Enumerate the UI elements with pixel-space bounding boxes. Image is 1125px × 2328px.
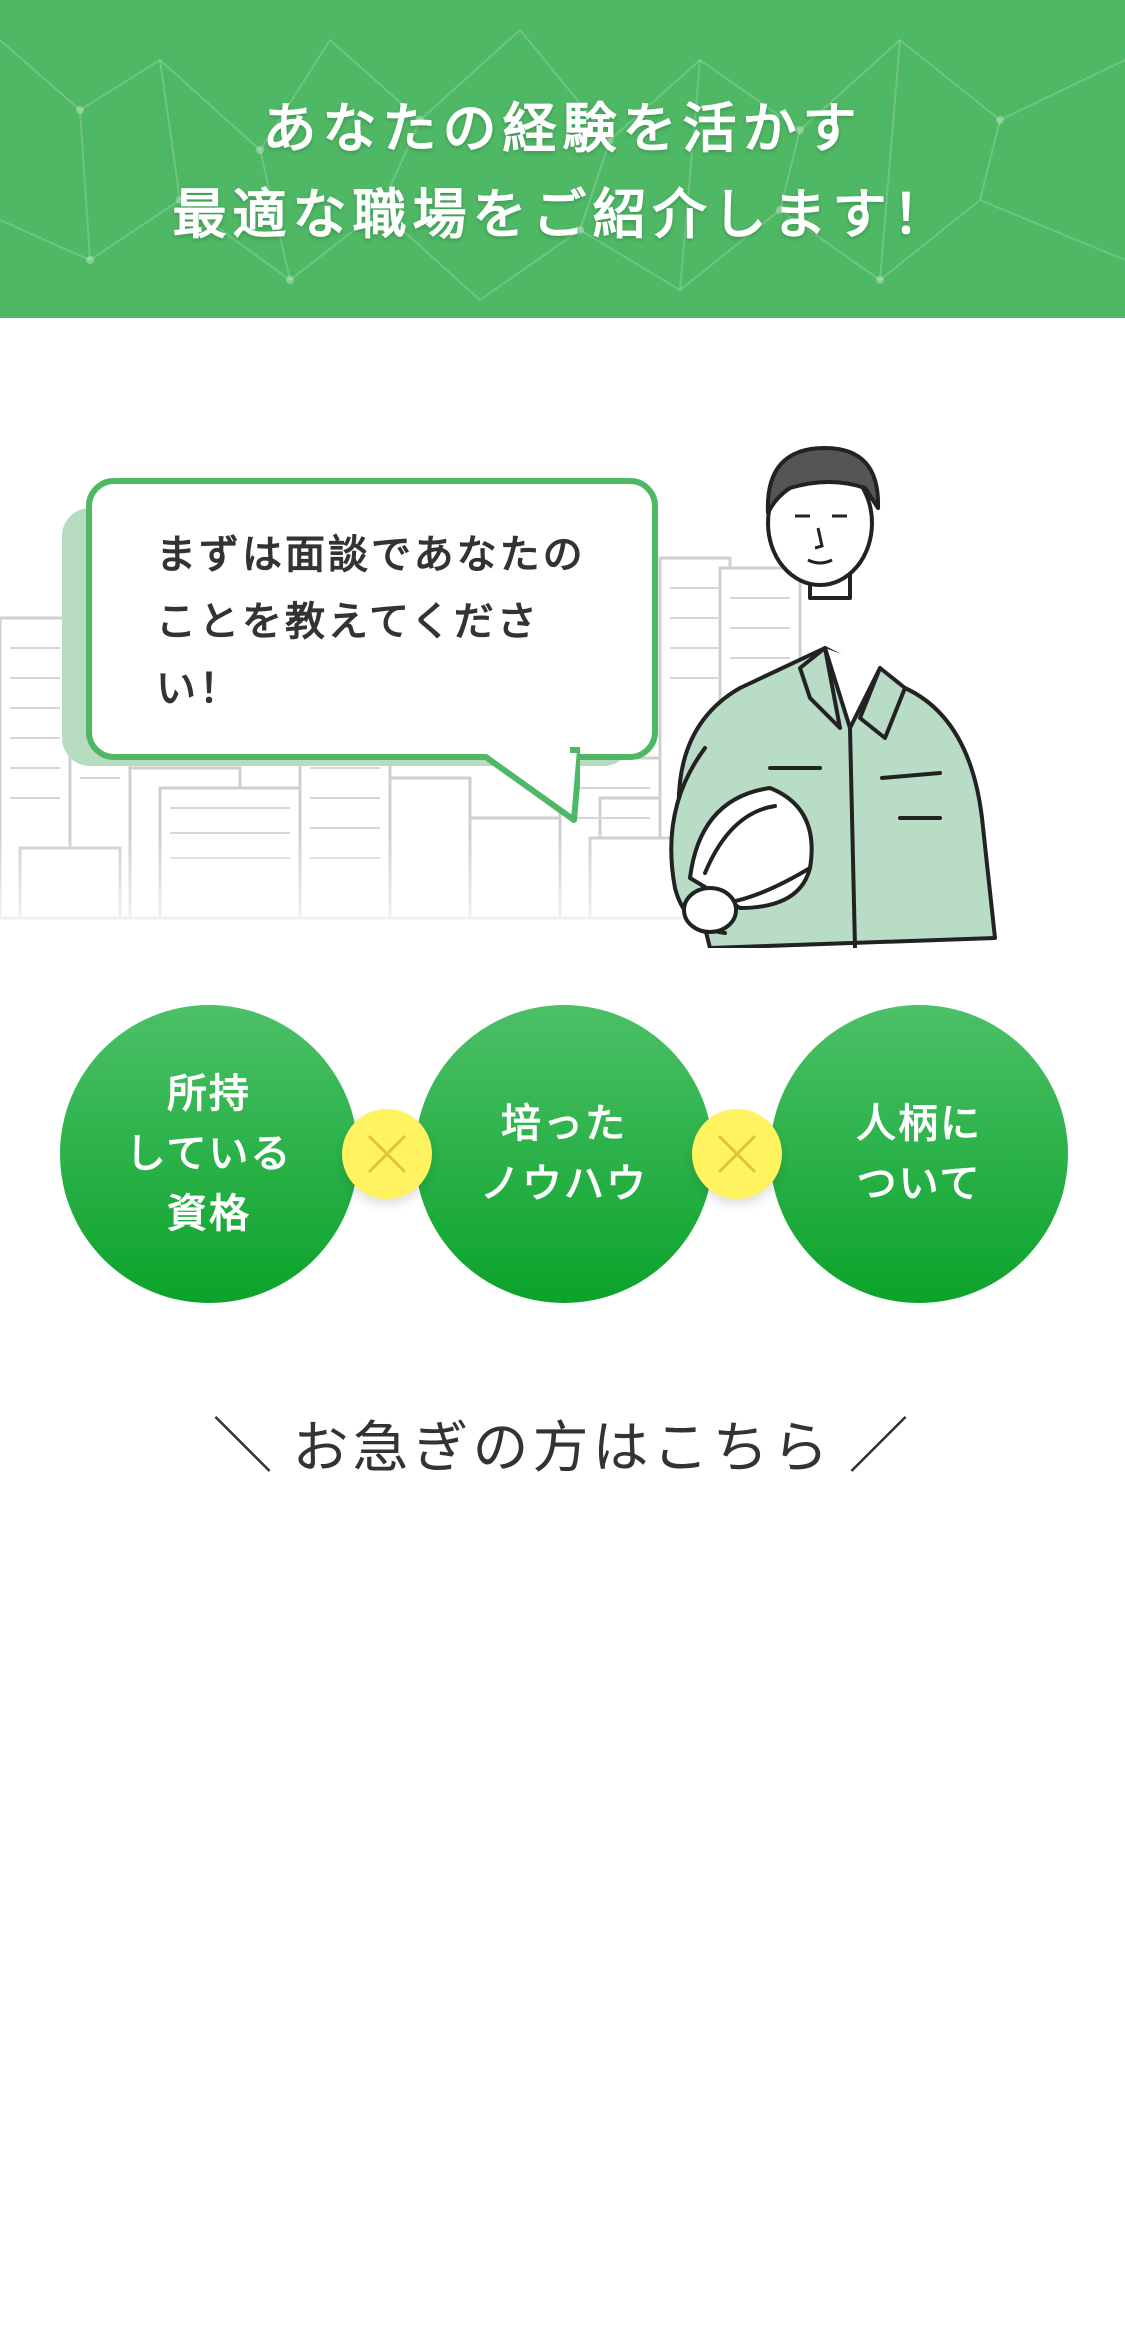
bubble-box: まずは面談であなたのことを教えてください！ (86, 478, 658, 760)
feature-text: 培った (501, 1101, 627, 1147)
hurry-heading: ＼お急ぎの方はこちら／ (0, 1398, 1125, 1485)
hurry-text: お急ぎの方はこちら (292, 1416, 833, 1481)
feature-text: している (125, 1131, 293, 1177)
speech-bubble: まずは面談であなたのことを教えてください！ (62, 478, 670, 823)
times-icon (692, 1109, 782, 1199)
illustration-scene: まずは面談であなたのことを教えてください！ (0, 318, 1125, 958)
hero-title-line1: あなたの経験を活かす (262, 97, 863, 160)
feature-text: ついて (856, 1161, 982, 1207)
bubble-text: まずは面談であなたのことを教えてください！ (156, 532, 586, 712)
feature-circle-qualifications: 所持 している 資格 (60, 1005, 358, 1303)
hero-banner: あなたの経験を活かす 最適な職場をご紹介します！ (0, 0, 1125, 318)
feature-text: ノウハウ (480, 1161, 648, 1207)
bubble-tail-icon (470, 746, 580, 823)
slash-left: ＼ (212, 1412, 277, 1482)
feature-text: 人柄に (856, 1101, 982, 1147)
feature-circle-personality: 人柄に ついて (770, 1005, 1068, 1303)
hero-title-line2: 最適な職場をご紹介します！ (172, 183, 953, 246)
feature-text: 所持 (167, 1071, 251, 1117)
network-pattern-icon (0, 28, 1125, 302)
times-icon (342, 1109, 432, 1199)
feature-circles: 所持 している 資格 培った ノウハウ 人柄に ついて (0, 1005, 1125, 1305)
slash-right: ／ (848, 1412, 913, 1482)
feature-text: 資格 (167, 1191, 251, 1237)
worker-illustration-icon (669, 446, 997, 948)
feature-circle-knowhow: 培った ノウハウ (415, 1005, 713, 1303)
